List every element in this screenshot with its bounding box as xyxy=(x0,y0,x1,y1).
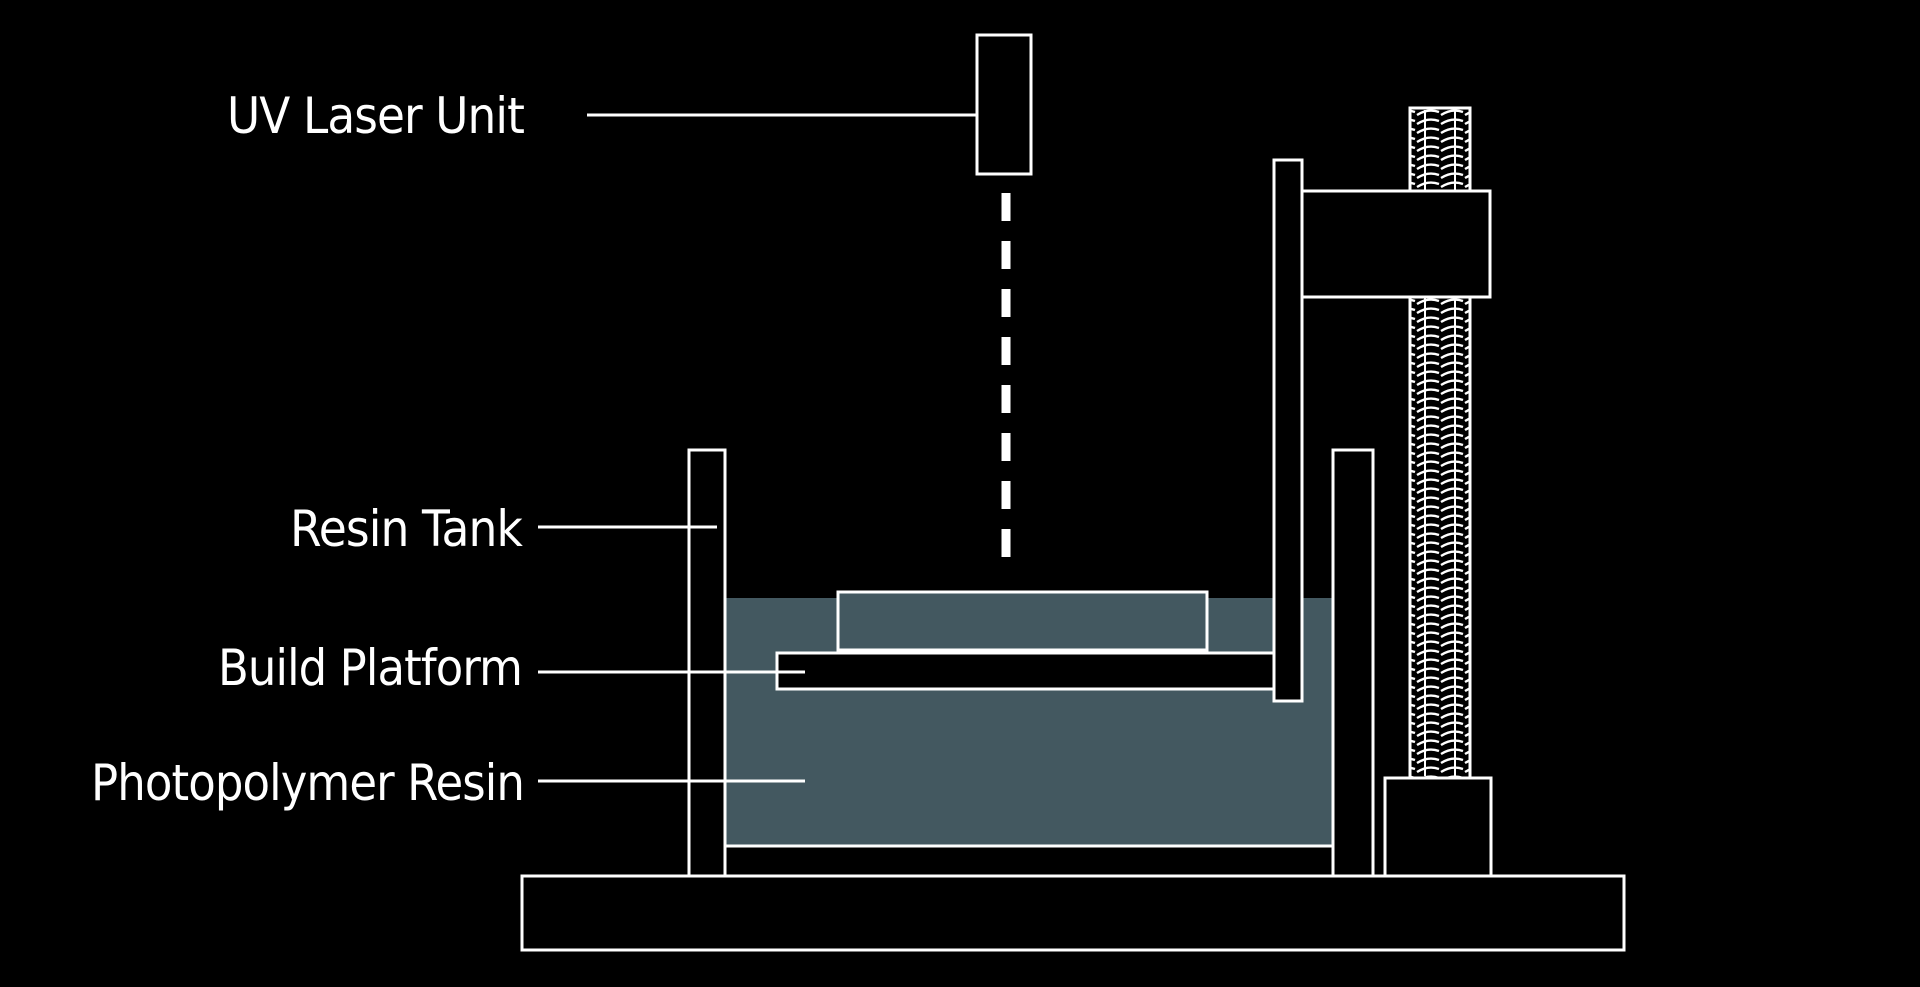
support-arm xyxy=(1272,158,1304,703)
z-carriage xyxy=(1300,189,1492,299)
printed-part xyxy=(836,590,1209,652)
label-build-platform: Build Platform xyxy=(218,639,522,697)
uv-laser-unit xyxy=(975,33,1033,176)
motor-housing xyxy=(1383,776,1493,878)
build-platform xyxy=(775,651,1277,691)
label-uv-laser-unit: UV Laser Unit xyxy=(227,87,524,145)
resin-tank-left-wall xyxy=(687,448,727,878)
label-photopolymer-resin: Photopolymer Resin xyxy=(91,754,524,812)
resin-tank-right-wall xyxy=(1331,448,1375,878)
label-resin-tank: Resin Tank xyxy=(290,500,523,558)
base-plate xyxy=(520,874,1626,952)
